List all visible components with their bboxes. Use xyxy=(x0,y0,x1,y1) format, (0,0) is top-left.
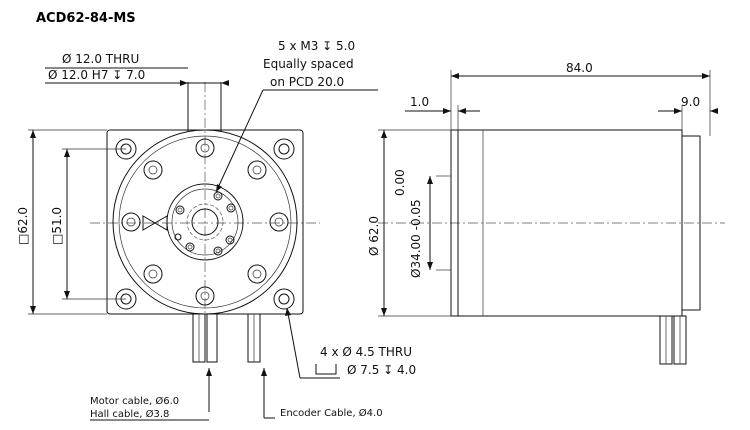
drawing-title: ACD62-84-MS xyxy=(36,11,136,26)
screws-note-line2: Equally spaced xyxy=(263,57,354,71)
side-view: 84.0 1.0 9.0 Ø 62.0 0.00 Ø34.00 -0.05 xyxy=(367,61,725,365)
orientation-marker xyxy=(142,215,156,231)
side-cables xyxy=(659,315,687,365)
pilot-tol-upper: 0.00 xyxy=(393,169,407,196)
motor-body xyxy=(457,129,683,317)
screws-note-line1: 5 x M3 ↧ 5.0 xyxy=(278,39,355,53)
m3-screw-holes xyxy=(174,191,236,256)
bore-h7-label: Ø 12.0 H7 ↧ 7.0 xyxy=(48,68,145,82)
square-62-label: □62.0 xyxy=(16,207,30,245)
holes-note-line2: Ø 7.5 ↧ 4.0 xyxy=(347,363,416,377)
hall-cable-label: Hall cable, Ø3.8 xyxy=(90,408,169,420)
housing-hole-ring xyxy=(121,138,289,306)
front-view: Ø 12.0 THRU Ø 12.0 H7 ↧ 7.0 5 x M3 ↧ 5.0… xyxy=(16,39,416,421)
rear-9-label: 9.0 xyxy=(681,95,700,109)
rear-cap xyxy=(682,135,701,311)
holes-note-line1: 4 x Ø 4.5 THRU xyxy=(320,345,412,359)
cable-outlets xyxy=(192,313,261,363)
motor-cable-label: Motor cable, Ø6.0 xyxy=(90,395,179,407)
square-51-label: □51.0 xyxy=(50,207,64,245)
flange-1-label: 1.0 xyxy=(410,95,429,109)
shaft-bore xyxy=(191,208,219,236)
diameter-62-label: Ø 62.0 xyxy=(367,216,381,256)
bore-thru-label: Ø 12.0 THRU xyxy=(62,52,139,66)
encoder-cable-label: Encoder Cable, Ø4.0 xyxy=(280,407,383,419)
pilot-34-label: Ø34.00 -0.05 xyxy=(409,199,423,278)
screws-note-line3: on PCD 20.0 xyxy=(270,75,344,89)
length-84-label: 84.0 xyxy=(566,61,593,75)
